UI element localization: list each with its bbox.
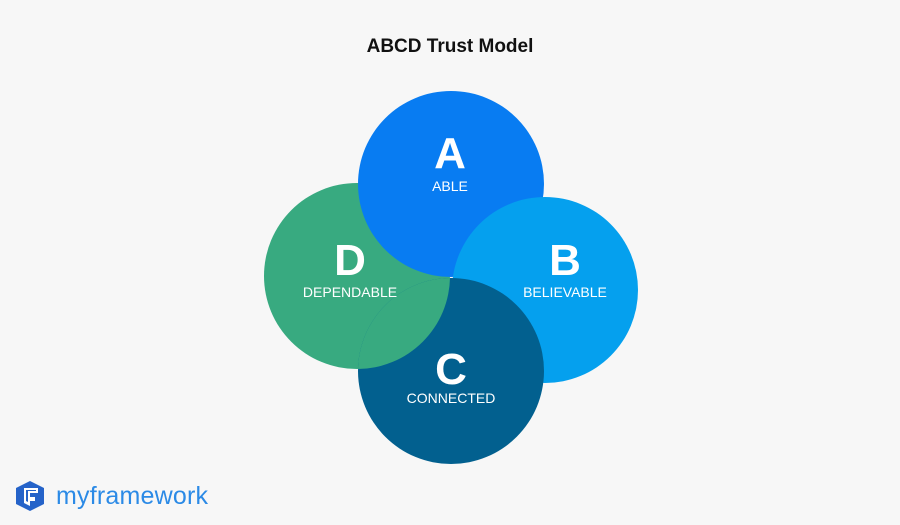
label-able: ABLE (432, 178, 468, 194)
letter-c: C (435, 345, 467, 394)
brand-name: myframework (56, 481, 209, 510)
label-dependable: DEPENDABLE (303, 284, 397, 300)
cube-logo-icon (16, 481, 44, 511)
circle-d-overlap (358, 278, 450, 369)
letter-d: D (334, 236, 366, 285)
letter-b: B (549, 236, 581, 285)
label-believable: BELIEVABLE (523, 284, 607, 300)
diagram-title: ABCD Trust Model (366, 36, 534, 57)
label-connected: CONNECTED (407, 390, 496, 406)
letter-a: A (434, 129, 466, 178)
brand-logo: myframework (14, 480, 208, 512)
